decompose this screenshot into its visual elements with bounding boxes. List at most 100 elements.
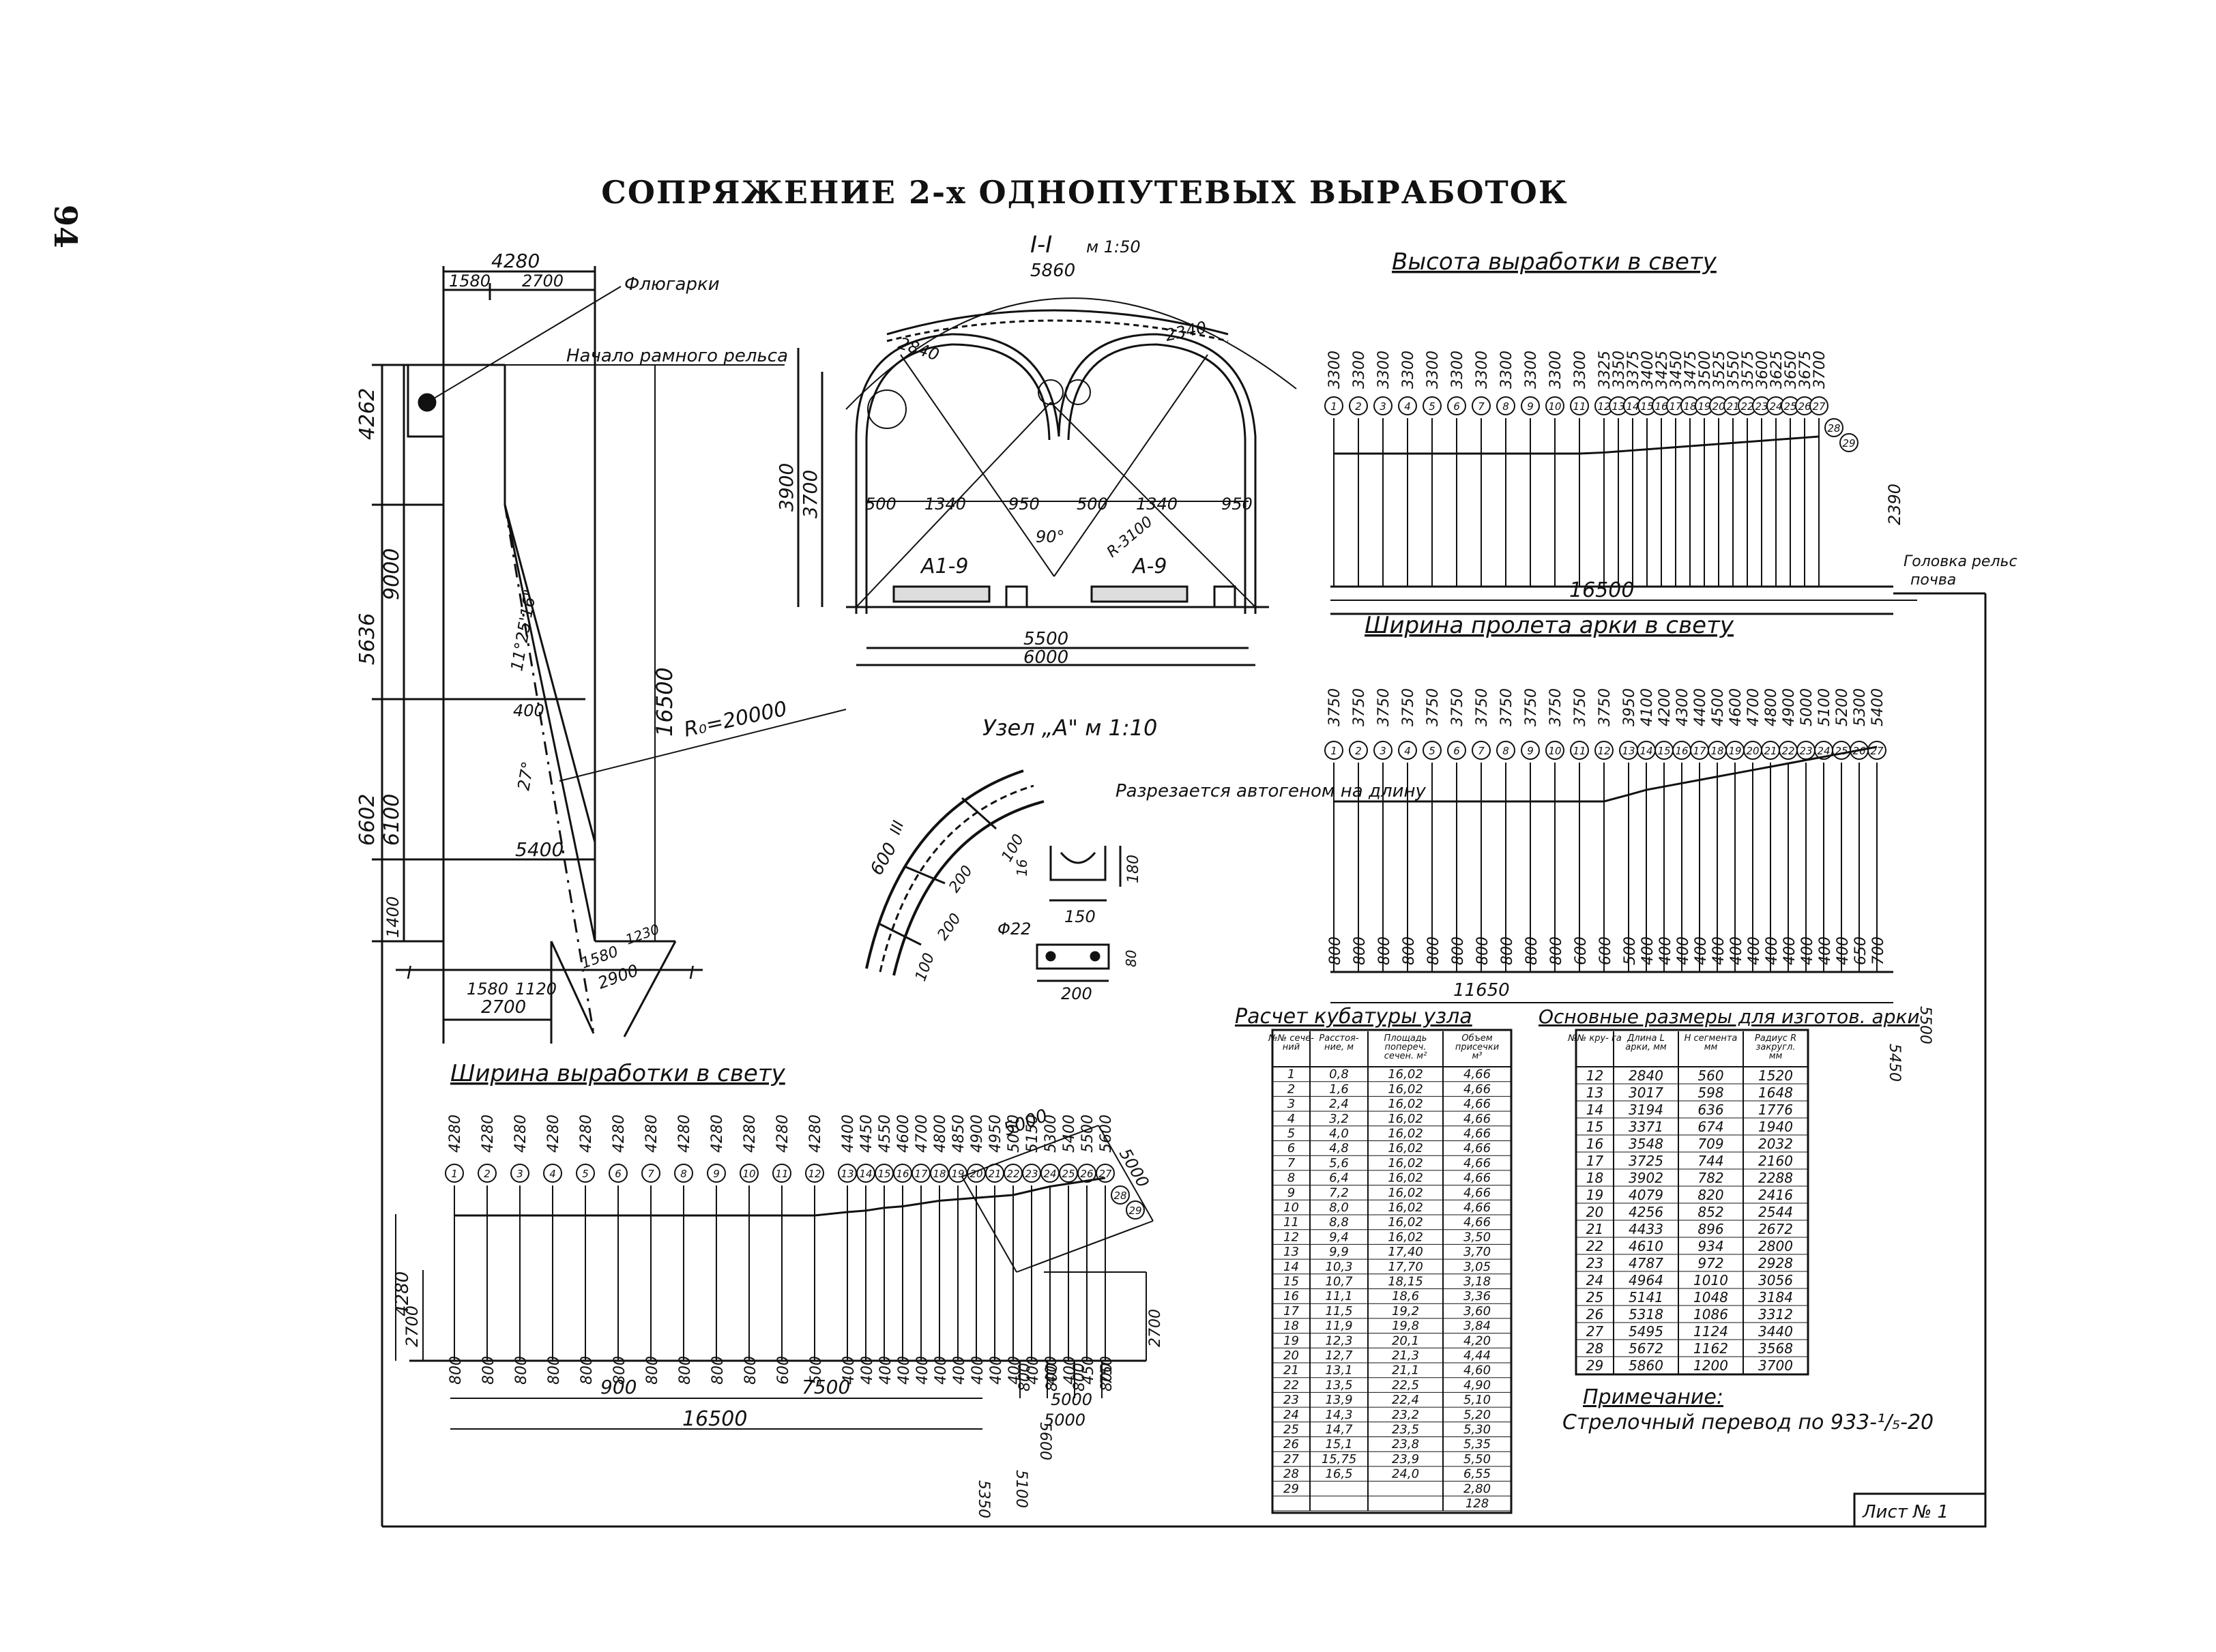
plan-dim-inner: 1230: [624, 921, 662, 948]
node-title: Узел „А" м 1:10: [982, 715, 1157, 741]
table-cell: 2416: [1758, 1187, 1793, 1203]
table-cell: 2928: [1758, 1255, 1793, 1271]
station-value: 3750: [1474, 688, 1491, 726]
table-cell: 4,8: [1329, 1141, 1349, 1155]
station-number: 26: [1080, 1168, 1093, 1180]
table-cell: 5318: [1629, 1306, 1663, 1323]
width-dim: 4280: [392, 1271, 413, 1316]
table-cell: 18: [1586, 1170, 1603, 1186]
table-cell: 16,02: [1388, 1141, 1423, 1155]
station-number: 27: [1870, 745, 1884, 757]
table-cell: 5860: [1629, 1357, 1663, 1374]
station-marker: [1423, 741, 1442, 760]
volume-table-title: Расчет кубатуры узла: [1235, 1005, 1472, 1029]
table-cell: 4,66: [1463, 1112, 1491, 1126]
table-cell: 24: [1283, 1408, 1299, 1422]
table-cell: 3194: [1629, 1102, 1663, 1118]
station-value: 4280: [774, 1115, 791, 1153]
table-cell: 3,60: [1463, 1304, 1491, 1318]
table-cell: 1162: [1693, 1340, 1728, 1357]
station-marker: [543, 1164, 562, 1183]
width-dim: 5350: [975, 1480, 992, 1518]
station-value: 4280: [578, 1115, 595, 1153]
section-dim: 950: [1221, 495, 1253, 514]
table-cell: 3440: [1758, 1323, 1793, 1340]
arch-label-left: А1-9: [920, 555, 969, 578]
section-dim: 1340: [924, 495, 966, 514]
height-dim: 16500: [1569, 578, 1634, 602]
table-cell: 5: [1287, 1127, 1295, 1141]
table-cell: 3,50: [1463, 1230, 1491, 1244]
station-value: 3300: [1449, 351, 1466, 389]
station-number: 13: [841, 1168, 854, 1180]
station-number: 4: [1404, 745, 1411, 757]
sizes-table: Основные размеры для изготов. арки №№ кр…: [1539, 1005, 1920, 1376]
station-number: 22: [1781, 745, 1794, 757]
plan-dim-inner: 1120: [515, 979, 557, 999]
station-marker: [609, 1164, 628, 1183]
station-number: 2: [1355, 400, 1362, 413]
table-cell: 2,4: [1329, 1097, 1349, 1111]
table-cell: 16,02: [1388, 1215, 1423, 1230]
table-cell: 16,02: [1388, 1112, 1423, 1126]
station-number: 17: [914, 1168, 928, 1180]
table-cell: 16: [1586, 1136, 1603, 1152]
station-value: 4280: [611, 1115, 628, 1153]
table-cell: 8: [1287, 1171, 1295, 1185]
station-number: 27: [1812, 400, 1826, 413]
height-chart: Высота выработки в свету 133002330033300…: [1324, 248, 2017, 615]
table-cell: 852: [1697, 1204, 1723, 1220]
table-cell: 15: [1283, 1275, 1299, 1289]
station-value: 3300: [1572, 351, 1589, 389]
table-cell: 12: [1586, 1067, 1603, 1084]
section-mark-left: I: [407, 963, 412, 984]
station-value: 5300: [1852, 688, 1869, 726]
station-number: 2: [484, 1168, 491, 1180]
station-value: 5400: [1869, 688, 1886, 726]
table-cell: 18,15: [1388, 1275, 1423, 1289]
spacing-value: 800: [1425, 936, 1442, 965]
table-cell: 19,2: [1392, 1304, 1419, 1318]
station-marker: [1570, 396, 1589, 415]
station-value: 3750: [1449, 688, 1466, 726]
sheet-label-box: [1853, 1492, 1987, 1528]
table-header-cell: Расстоя-ние, м: [1319, 1033, 1358, 1052]
station-marker: [1373, 396, 1393, 415]
table-cell: 4433: [1629, 1221, 1663, 1237]
station-value: 3750: [1498, 688, 1515, 726]
spacing-value: 400: [1746, 936, 1763, 965]
table-cell: 5,10: [1463, 1393, 1491, 1407]
table-cell: 782: [1697, 1170, 1723, 1186]
width-dim: 2700: [403, 1306, 422, 1347]
station-value: 3550: [1725, 351, 1743, 389]
table-cell: 4,66: [1463, 1185, 1491, 1200]
station-value: 3950: [1621, 688, 1638, 726]
width-stations: 1428080024280800342808004428080054280800…: [445, 1115, 1145, 1398]
station-number: 24: [1817, 745, 1830, 757]
table-cell: 7: [1287, 1156, 1296, 1170]
station-value: 5200: [1834, 688, 1851, 726]
spacing-value: 800: [1376, 936, 1393, 965]
station-number: 23: [1025, 1168, 1038, 1180]
table-cell: 5495: [1629, 1323, 1663, 1340]
station-number: 10: [742, 1168, 755, 1180]
table-cell: 15,75: [1322, 1452, 1357, 1466]
table-cell: 16: [1283, 1289, 1299, 1303]
width-dim: 7500: [802, 1376, 850, 1398]
station-value: 4280: [742, 1115, 759, 1153]
node-dim: 600: [866, 840, 901, 879]
station-number: 11: [1573, 400, 1586, 413]
spacing-value: 400: [1710, 936, 1727, 965]
table-cell: 23,8: [1392, 1437, 1419, 1451]
table-cell: 4610: [1629, 1238, 1663, 1254]
note-text: Стрелочный перевод по 933-¹/₅-20: [1562, 1411, 1934, 1434]
station-value: 3750: [1572, 688, 1589, 726]
station-number: 15: [1657, 745, 1670, 757]
station-value: 4550: [877, 1115, 894, 1153]
table-cell: 12,7: [1325, 1348, 1353, 1363]
table-cell: 13,9: [1325, 1393, 1352, 1407]
station-number: 11: [1573, 745, 1586, 757]
station-number: 4: [1404, 400, 1411, 413]
